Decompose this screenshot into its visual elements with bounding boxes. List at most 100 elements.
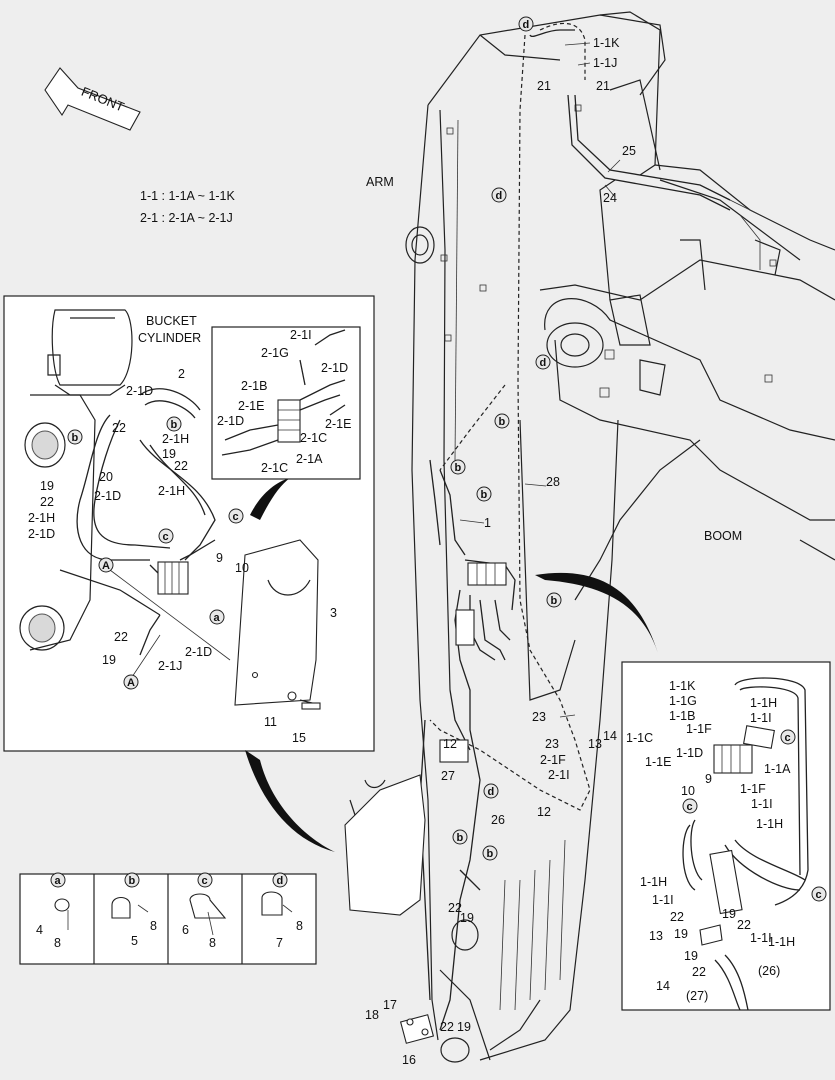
main-part-labels: 1-1K 1-1J 21 21 25 24 28 1 23 13 14 23 2… bbox=[365, 36, 636, 1067]
clamp-marker: d bbox=[540, 357, 547, 369]
clamp-marker: b bbox=[457, 832, 464, 844]
clamp-part: 5 bbox=[131, 934, 138, 948]
part-label: 1-1F bbox=[740, 782, 766, 796]
clamp-marker: b bbox=[551, 595, 558, 607]
clamp-part: 6 bbox=[182, 923, 189, 937]
clamp-part: 8 bbox=[150, 919, 157, 933]
part-label: 22 bbox=[174, 459, 188, 473]
clamp-marker: b bbox=[487, 848, 494, 860]
part-label: 2-1I bbox=[548, 768, 570, 782]
part-label: 2-1D bbox=[217, 414, 244, 428]
part-label: 2-1F bbox=[540, 753, 566, 767]
part-label: 13 bbox=[588, 737, 602, 751]
part-label: 1-1H bbox=[750, 696, 777, 710]
part-label: 1-1D bbox=[676, 746, 703, 760]
clamp-marker: b bbox=[455, 462, 462, 474]
part-label: 2-1C bbox=[261, 461, 288, 475]
part-label: 2-1I bbox=[290, 328, 312, 342]
part-label: 20 bbox=[99, 470, 113, 484]
part-label: 1-1K bbox=[669, 679, 696, 693]
clamp-marker: c bbox=[687, 801, 693, 813]
part-label: 2-1H bbox=[162, 432, 189, 446]
part-label: 1-1I bbox=[750, 931, 772, 945]
legend-line-1: 1-1 : 1-1A ~ 1-1K bbox=[140, 189, 236, 203]
clamp-marker: d bbox=[488, 786, 495, 798]
part-label: 13 bbox=[649, 929, 663, 943]
part-label: 2-1E bbox=[238, 399, 264, 413]
part-label: 1-1H bbox=[640, 875, 667, 889]
part-label: 2-1C bbox=[300, 431, 327, 445]
part-label: 16 bbox=[402, 1053, 416, 1067]
clamp-markers: d d d b b b b d b b b b c c a c c c bbox=[67, 16, 827, 902]
part-label: 22 bbox=[737, 918, 751, 932]
part-label: 14 bbox=[656, 979, 670, 993]
part-label: 9 bbox=[705, 772, 712, 786]
part-label: 10 bbox=[235, 561, 249, 575]
part-label: 24 bbox=[603, 191, 617, 205]
part-label: 11 bbox=[264, 715, 277, 729]
clamp-type-legend bbox=[19, 873, 317, 965]
front-direction-arrow bbox=[44, 67, 141, 131]
part-label: 1 bbox=[484, 516, 491, 530]
bucket-detail-inset bbox=[3, 295, 375, 852]
part-label: 2-1D bbox=[185, 645, 212, 659]
part-label: 1-1G bbox=[669, 694, 697, 708]
component-bucket-cylinder-line1: BUCKET bbox=[146, 314, 197, 328]
clamp-part: 8 bbox=[296, 919, 303, 933]
part-label: 28 bbox=[546, 475, 560, 489]
clamp-part: 7 bbox=[276, 936, 283, 950]
clamp-marker: c bbox=[816, 889, 822, 901]
part-label: 1-1I bbox=[751, 797, 773, 811]
part-label: 2-1A bbox=[296, 452, 323, 466]
clamp-marker: b bbox=[72, 432, 79, 444]
ref-marker-a: A bbox=[127, 677, 135, 689]
part-label: 2-1B bbox=[241, 379, 267, 393]
clamp-part: 8 bbox=[54, 936, 61, 950]
part-label: 19 bbox=[457, 1020, 471, 1034]
clamp-letter: a bbox=[55, 875, 62, 887]
part-label: 19 bbox=[674, 927, 688, 941]
part-label: 19 bbox=[684, 949, 698, 963]
part-label: 1-1F bbox=[686, 722, 712, 736]
part-label: 2-1D bbox=[321, 361, 348, 375]
part-label: 22 bbox=[448, 901, 462, 915]
legend-line-2: 2-1 : 2-1A ~ 2-1J bbox=[140, 211, 233, 225]
part-label: 17 bbox=[383, 998, 397, 1012]
part-label: 2 bbox=[178, 367, 185, 381]
part-label: 21 bbox=[537, 79, 551, 93]
part-label: 1-1A bbox=[764, 762, 791, 776]
part-label: 12 bbox=[443, 737, 457, 751]
boom-inset-labels: 1-1K 1-1G 1-1B 1-1H 1-1I 1-1F 1-1C 1-1D … bbox=[626, 679, 795, 1003]
boom-structure bbox=[519, 164, 835, 701]
clamp-marker: c bbox=[785, 732, 791, 744]
part-label: 2-1D bbox=[28, 527, 55, 541]
part-label: 22 bbox=[440, 1020, 454, 1034]
guard-plate-main bbox=[344, 774, 435, 1044]
part-label: 9 bbox=[216, 551, 223, 565]
part-label: 1-1I bbox=[750, 711, 772, 725]
clamp-marker: b bbox=[481, 489, 488, 501]
part-label: 27 bbox=[441, 769, 455, 783]
part-label: 25 bbox=[622, 144, 636, 158]
part-label: 1-1I bbox=[652, 893, 674, 907]
part-label: 19 bbox=[722, 907, 736, 921]
arm-structure bbox=[405, 11, 777, 1063]
part-label: 23 bbox=[545, 737, 559, 751]
component-bucket-cylinder-line2: CYLINDER bbox=[138, 331, 201, 345]
main-valve-block bbox=[439, 562, 507, 763]
part-label: 3 bbox=[330, 606, 337, 620]
part-label: 2-1H bbox=[158, 484, 185, 498]
clamp-marker: b bbox=[171, 419, 178, 431]
part-label: 1-1J bbox=[593, 56, 617, 70]
part-label: 1-1H bbox=[768, 935, 795, 949]
clamp-letter: c bbox=[202, 875, 208, 887]
part-label: 22 bbox=[112, 421, 126, 435]
reference-markers-a: A A bbox=[98, 557, 139, 690]
boom-detail-inset bbox=[535, 572, 831, 1011]
ref-marker-a: A bbox=[102, 560, 110, 572]
part-label: 15 bbox=[292, 731, 306, 745]
component-arm: ARM bbox=[366, 175, 394, 189]
part-label: 2-1J bbox=[158, 659, 182, 673]
part-label: 22 bbox=[692, 965, 706, 979]
leader-lines bbox=[459, 42, 621, 718]
